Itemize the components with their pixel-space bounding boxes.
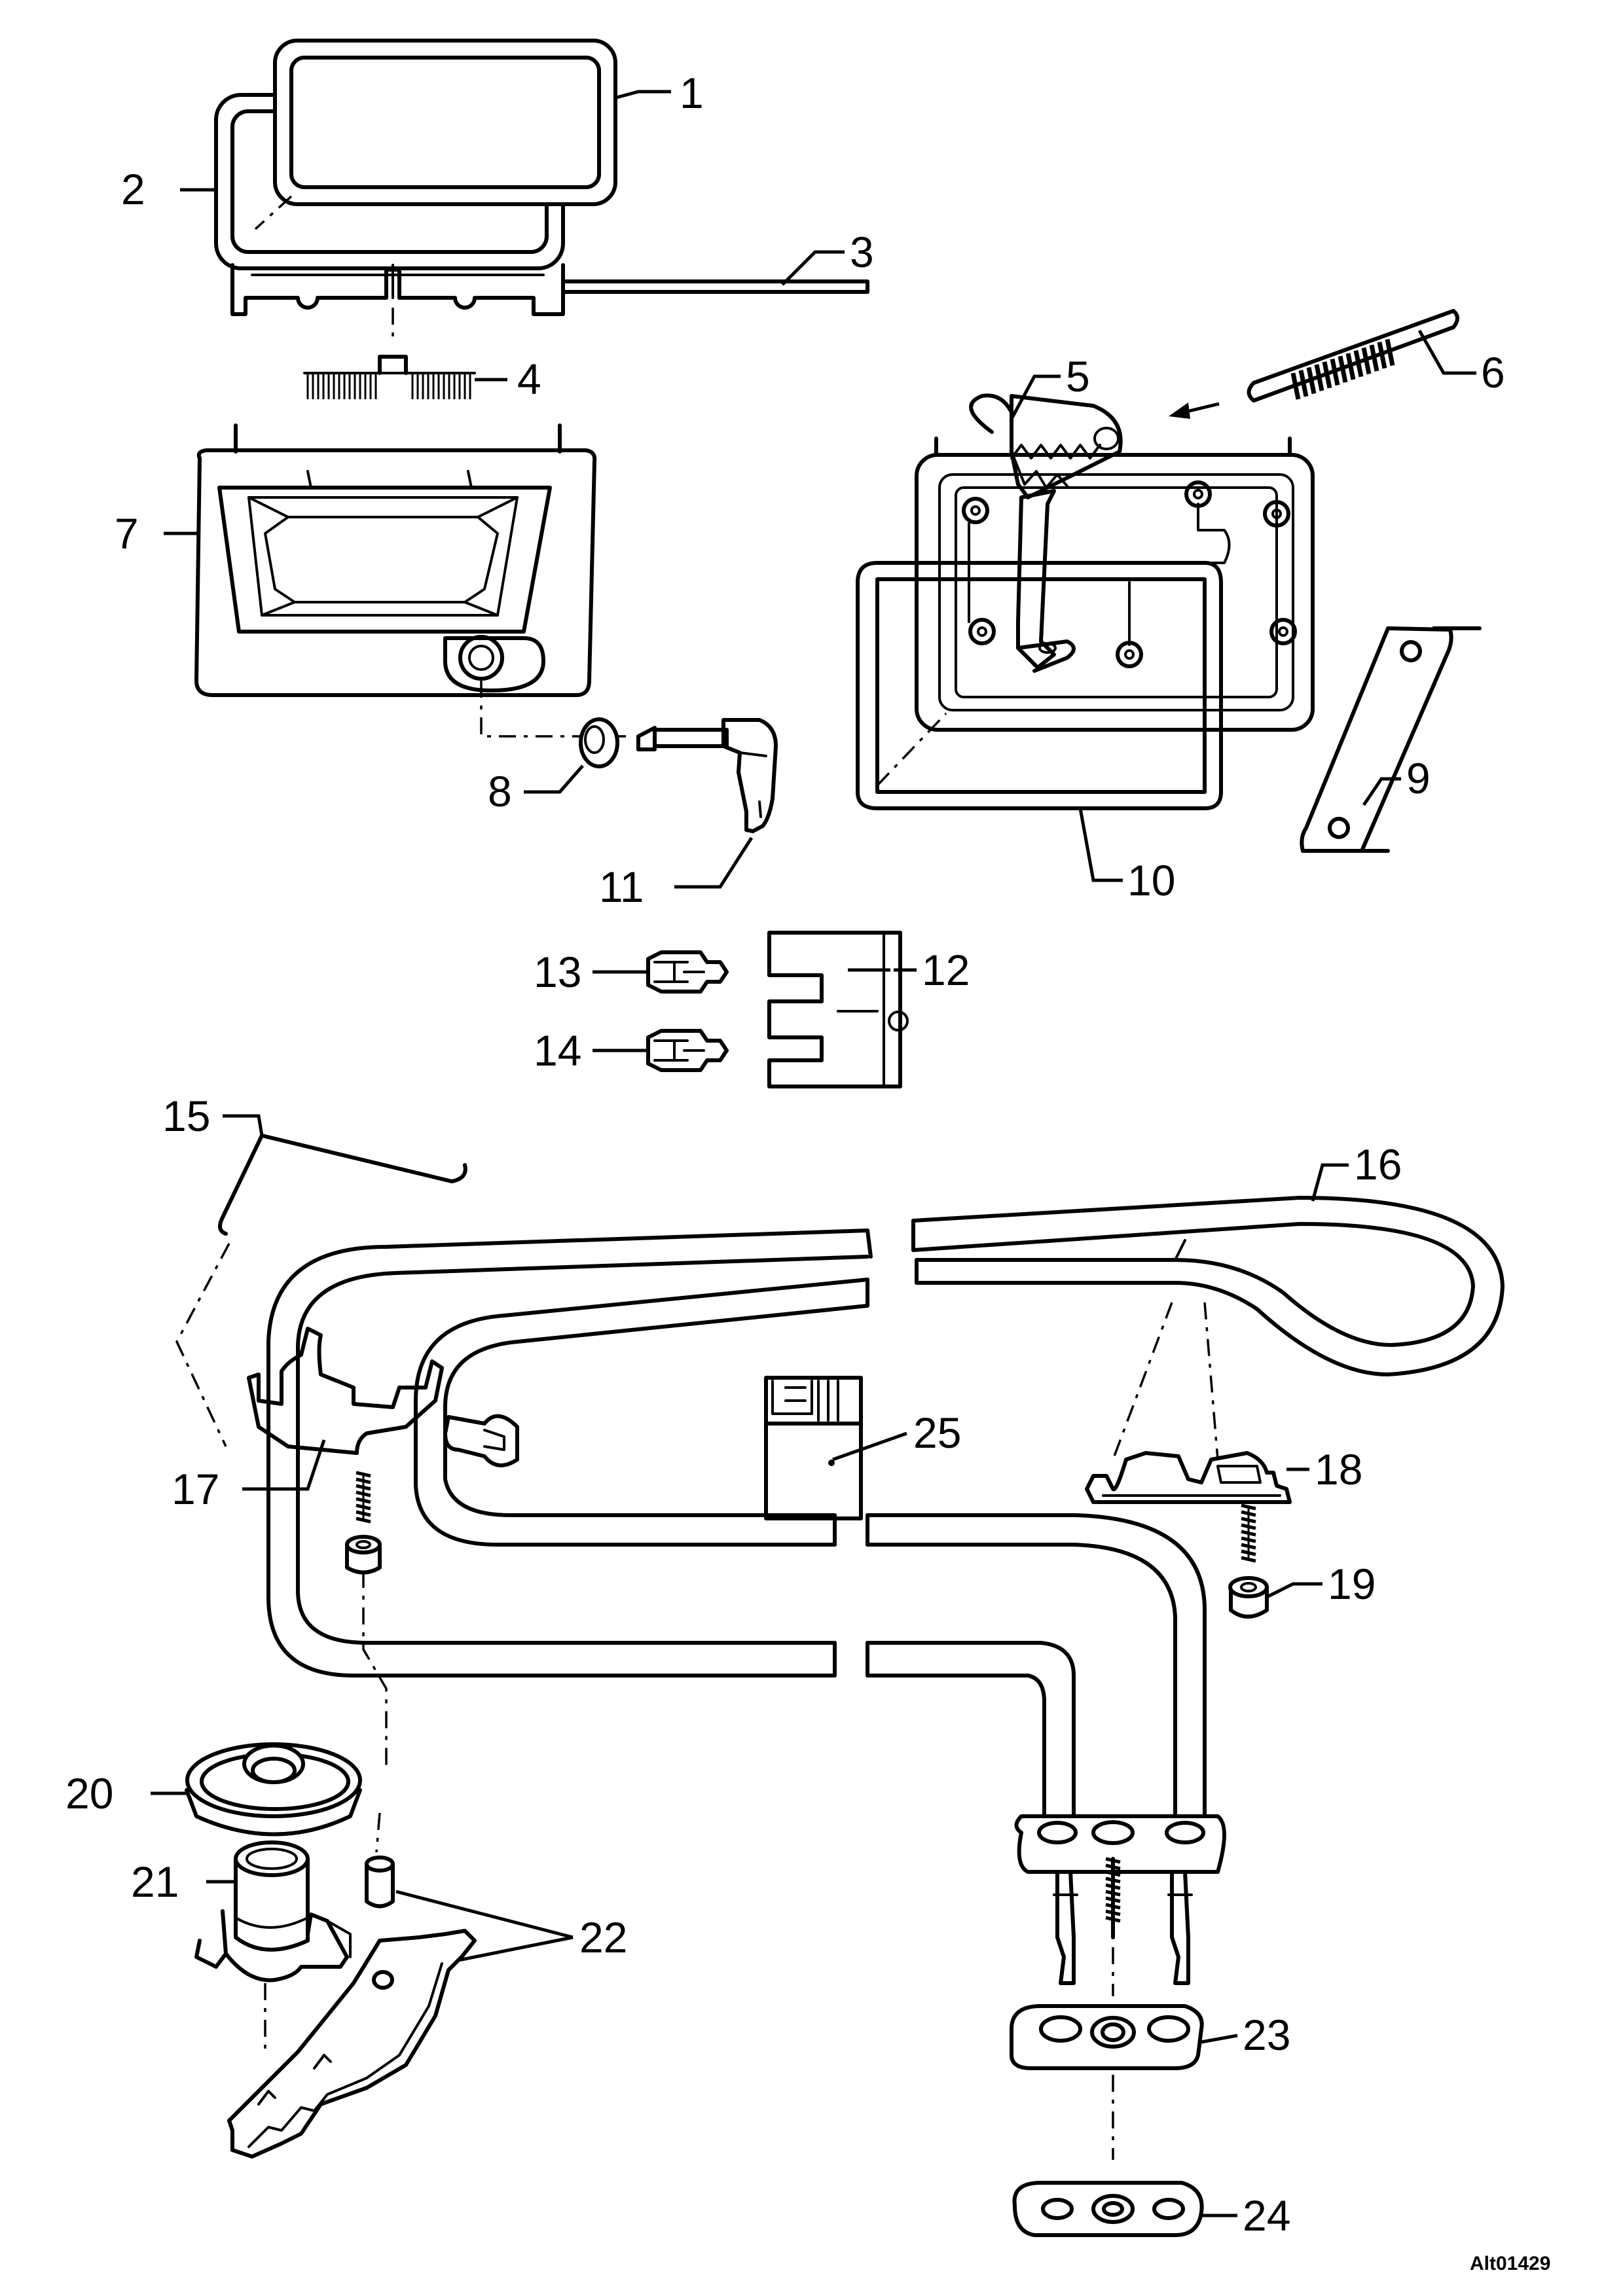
callout-10: 10 xyxy=(1127,856,1175,905)
line-stroke xyxy=(356,1510,371,1517)
part-13-connector xyxy=(646,950,729,994)
line-stroke xyxy=(1105,1863,1121,1871)
line-stroke xyxy=(1241,1503,1256,1511)
line-stroke xyxy=(1105,1903,1121,1910)
callout-18: 18 xyxy=(1315,1445,1362,1494)
part-23-clamp-plate xyxy=(1010,2004,1204,2160)
callout-19: 19 xyxy=(1328,1560,1376,1608)
part-24-clamp-plate xyxy=(1012,2181,1204,2237)
line-stroke xyxy=(1298,370,1309,397)
callout-5: 5 xyxy=(1066,352,1090,401)
part-7-housing xyxy=(194,423,629,738)
part-15-wire-clip xyxy=(175,1134,467,1447)
line-stroke xyxy=(356,1471,371,1478)
part-21-thermostat xyxy=(194,1812,381,2055)
line-stroke xyxy=(1105,1857,1121,1864)
part-16-heating-element xyxy=(266,1196,1504,1996)
callout-12: 12 xyxy=(922,946,970,994)
line-stroke xyxy=(1385,338,1395,367)
line-stroke xyxy=(1241,1516,1256,1524)
callout-21: 21 xyxy=(131,1857,179,1906)
part-20-gasket xyxy=(185,1742,362,1837)
callout-1: 1 xyxy=(680,69,704,117)
callout-4: 4 xyxy=(517,355,541,403)
line-stroke xyxy=(1241,1523,1256,1530)
part-6-spring xyxy=(1247,309,1459,403)
part-10-switch-frame xyxy=(856,437,1315,810)
line-stroke xyxy=(1241,1536,1256,1543)
line-stroke xyxy=(356,1503,371,1511)
line-stroke xyxy=(1353,350,1364,378)
line-stroke xyxy=(1377,342,1387,369)
part-3-rod xyxy=(561,279,869,294)
callout-24: 24 xyxy=(1243,2191,1290,2240)
callout-22: 22 xyxy=(579,1913,627,1962)
line-stroke xyxy=(356,1497,371,1504)
line-stroke xyxy=(1369,344,1379,372)
callout-17: 17 xyxy=(172,1465,219,1513)
callout-8: 8 xyxy=(488,767,512,816)
part-4-comb xyxy=(303,355,476,399)
figure-code: Alt01429 xyxy=(1470,2253,1550,2274)
part-12-terminal-block xyxy=(767,931,909,1088)
callout-14: 14 xyxy=(534,1026,581,1075)
callout-6: 6 xyxy=(1481,348,1505,397)
line-stroke xyxy=(1330,358,1340,386)
line-stroke xyxy=(1105,1890,1121,1897)
part-5-rack-lever xyxy=(969,393,1123,673)
line-stroke xyxy=(1338,355,1348,383)
part-17-bracket xyxy=(247,1327,519,1770)
part-14-connector xyxy=(646,1029,729,1072)
line-stroke xyxy=(1241,1530,1256,1537)
line-stroke xyxy=(1290,372,1301,400)
callout-25: 25 xyxy=(913,1408,961,1457)
callout-9: 9 xyxy=(1406,754,1431,802)
line-stroke xyxy=(1105,1909,1121,1916)
callout-23: 23 xyxy=(1243,2011,1290,2059)
part-9-bracket xyxy=(1300,626,1482,853)
line-stroke xyxy=(1361,347,1372,374)
leader-lines xyxy=(151,90,1476,2217)
line-stroke xyxy=(356,1490,371,1498)
line-stroke xyxy=(1314,364,1324,391)
callout-16: 16 xyxy=(1354,1140,1402,1189)
callout-13: 13 xyxy=(534,948,581,996)
line-stroke xyxy=(1105,1896,1121,1903)
line-stroke xyxy=(1306,367,1317,395)
line-stroke xyxy=(356,1516,371,1524)
callout-20: 20 xyxy=(65,1769,113,1818)
callout-3: 3 xyxy=(850,228,874,276)
line-stroke xyxy=(1345,353,1356,380)
line-stroke xyxy=(1241,1543,1256,1550)
callout-7: 7 xyxy=(115,509,139,558)
callout-numbers: 1 2 3 4 5 6 7 8 9 10 11 12 13 14 15 16 1… xyxy=(65,69,1505,2240)
part-25-relay xyxy=(764,1376,863,1520)
part-22-arm xyxy=(227,1856,477,2159)
line-stroke xyxy=(1105,1883,1121,1890)
callout-11: 11 xyxy=(599,863,644,911)
line-stroke xyxy=(1241,1510,1256,1517)
part-18-bracket xyxy=(1085,1451,1292,1563)
part-1-2-frame xyxy=(214,39,617,344)
line-stroke xyxy=(1322,361,1332,389)
part-8-grommet xyxy=(579,717,619,768)
line-stroke xyxy=(1105,1876,1121,1884)
part-11-lever xyxy=(636,718,778,833)
line-stroke xyxy=(1105,1916,1121,1923)
line-stroke xyxy=(356,1484,371,1491)
line-stroke xyxy=(1105,1870,1121,1877)
line-stroke xyxy=(1241,1556,1256,1563)
part-19-nut xyxy=(1228,1576,1269,1619)
line-stroke xyxy=(356,1477,371,1484)
callout-15: 15 xyxy=(162,1092,210,1140)
line-stroke xyxy=(1241,1549,1256,1556)
callout-2: 2 xyxy=(121,165,145,213)
